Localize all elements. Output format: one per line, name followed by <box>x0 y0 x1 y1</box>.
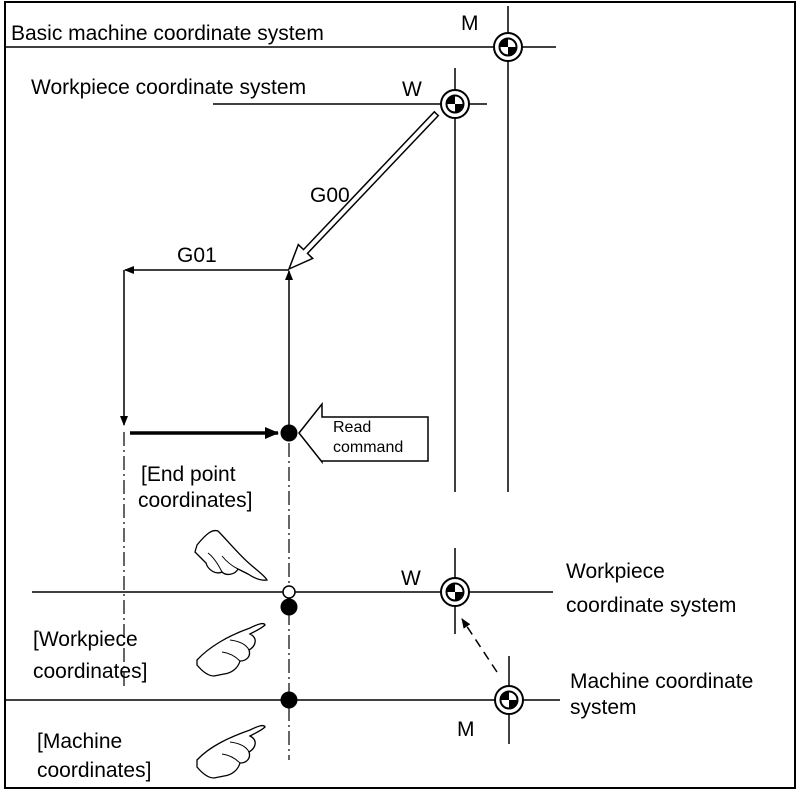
read-command-label-2: command <box>333 439 403 456</box>
w-top-label: W <box>402 78 422 101</box>
workpiece-hollow-point <box>282 585 296 599</box>
workpiece-coordinate-dot <box>280 598 298 616</box>
pointing-hand-icon <box>196 724 266 779</box>
machine-cs-label-2: system <box>570 696 637 719</box>
workpiece-cs-label-2: coordinate system <box>566 594 736 617</box>
workpiece-coords-label-1: [Workpiece <box>33 628 138 651</box>
workpiece-coords-label-2: coordinates] <box>33 660 147 683</box>
end-point-label-2: coordinates] <box>138 489 252 512</box>
workpiece-cs-top-label: Workpiece coordinate system <box>31 76 306 99</box>
pointing-hand-icon <box>196 622 266 677</box>
g01-label: G01 <box>177 244 217 267</box>
w-mid-label: W <box>401 567 421 590</box>
m-bottom-label: M <box>457 718 475 741</box>
read-command-arrow <box>298 401 429 465</box>
frame-border <box>4 1 796 789</box>
machine-coordinate-dot <box>280 691 298 709</box>
offset-dashed-arrow <box>461 618 498 673</box>
basic-machine-cs-label: Basic machine coordinate system <box>11 22 324 45</box>
end-point-label-1: [End point <box>141 463 236 486</box>
pointing-hand-icon <box>194 529 268 581</box>
origin-mark-icon <box>440 89 470 119</box>
machine-coords-label-2: coordinates] <box>37 759 151 782</box>
workpiece-cs-label-1: Workpiece <box>566 560 665 583</box>
machine-coords-label-1: [Machine <box>37 730 122 753</box>
origin-mark-icon <box>440 577 470 607</box>
m-top-label: M <box>461 12 479 35</box>
g00-label: G00 <box>310 184 350 207</box>
origin-mark-icon <box>493 32 523 62</box>
machine-cs-label-1: Machine coordinate <box>570 670 753 693</box>
command-point-dot <box>280 424 298 442</box>
g00-rapid-arrow <box>287 110 440 271</box>
origin-mark-icon <box>494 685 524 715</box>
read-command-label-1: Read <box>333 419 371 436</box>
